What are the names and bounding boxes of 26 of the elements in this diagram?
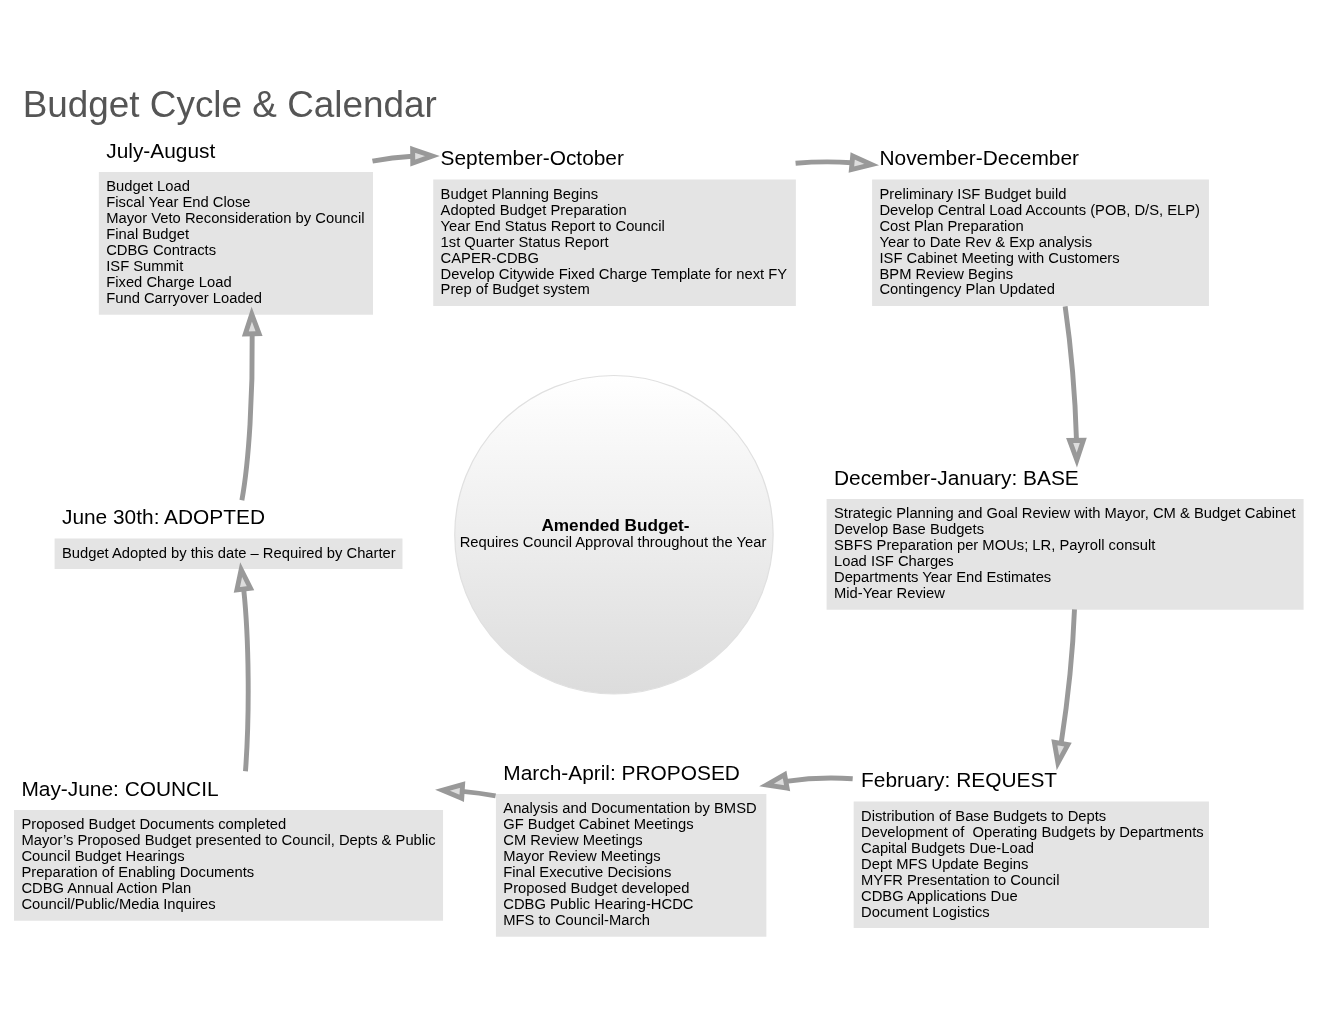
node-circle: Amended Budget- Requires Council Approval throughout the Year — [454, 374, 774, 694]
node-box: Budget Adopted by this date – Required by Charter — [54, 537, 403, 569]
arrow — [233, 561, 255, 771]
node-label: June 30th: ADOPTED — [61, 504, 266, 528]
node-box: Budget Load Fiscal Year End Close Mayor Veto Reconsideration by Council Final Budget CDBG Contracts ISF Summit Fixed Charge Load Fund Carryover Loaded — [98, 171, 373, 315]
node-label: September-October — [440, 145, 624, 169]
arrow — [795, 151, 880, 173]
arrow — [1062, 305, 1087, 467]
node-label: February: REQUEST — [861, 767, 1058, 791]
arrow — [435, 780, 496, 802]
node-box: Proposed Budget Documents completed Mayor’s Proposed Budget presented to Council, Depts & Public Council Budget Hearings Preparation of Enabling Documents CDBG Annual Action Plan Council/Public/Media Inquires — [14, 809, 444, 921]
node-label: July-August — [106, 138, 216, 162]
arrow — [759, 770, 853, 791]
arrow — [1051, 608, 1077, 770]
arrow — [372, 145, 440, 167]
node-label: November-December — [879, 145, 1080, 169]
node-box: Strategic Planning and Goal Review with Mayor, CM & Budget Cabinet Develop Base Budgets SBFS Preparation per MOUs; LR, Payroll consult Load ISF Charges Departments Year End Estimates Mid-Year Review — [826, 498, 1304, 610]
diagram-title: Budget Cycle & Calendar — [22, 83, 437, 125]
node-box: Preliminary ISF Budget build Develop Central Load Accounts (POB, D/S, ELP) Cost Plan Preparation Year to Date Rev & Exp analysis ISF Cabinet Meeting with Customers BPM Review Begins Contingency Plan Updated — [872, 178, 1209, 306]
node-label: December-January: BASE — [833, 465, 1079, 489]
node-box: Distribution of Base Budgets to Depts Development of Operating Budgets by Departments Capital Budgets Due-Load Dept MFS Update Begins MYFR Presentation to Council CDBG Applications Due Document Logistics — [853, 800, 1209, 928]
node-box: Budget Planning Begins Adopted Budget Preparation Year End Status Report to Council 1st Quarter Status Report CAPER-CDBG Develop Citywide Fixed Charge Template for next FY Prep of Budget system — [433, 178, 796, 306]
node-label: May-June: COUNCIL — [21, 776, 219, 800]
node-box: Analysis and Documentation by BMSD GF Budget Cabinet Meetings CM Review Meetings Mayor Review Meetings Final Executive Decisions Proposed Budget developed CDBG Public Hearing-HCDC MFS to Council-March — [495, 793, 767, 937]
arrow — [239, 306, 263, 501]
node-label: March-April: PROPOSED — [503, 760, 740, 784]
